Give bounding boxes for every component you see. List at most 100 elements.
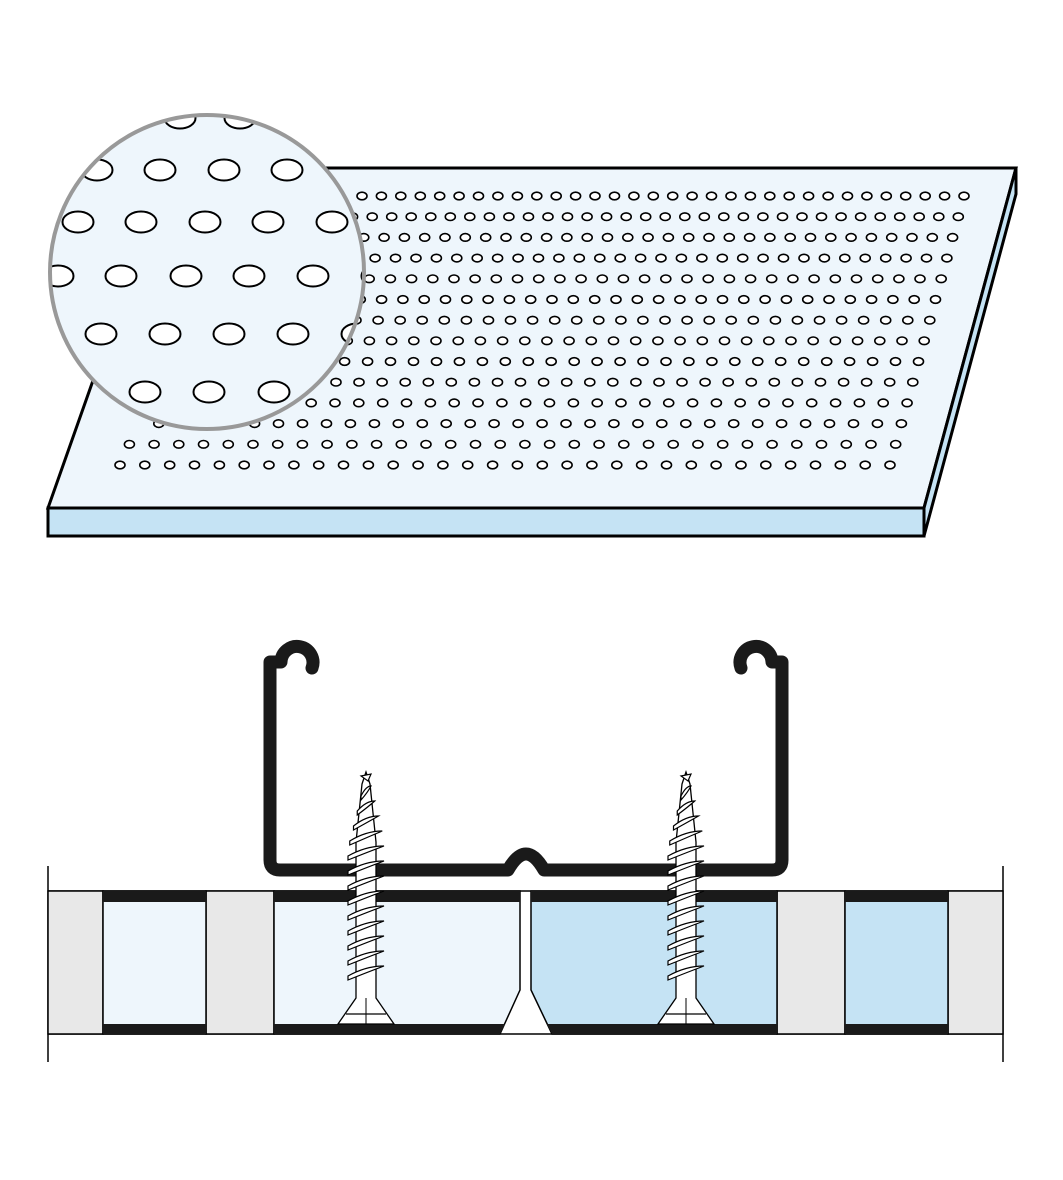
perforation-hole <box>853 398 866 408</box>
perforation-hole <box>448 274 460 284</box>
perforation-hole <box>785 336 797 346</box>
perforation-hole <box>695 294 708 305</box>
perforation-hole <box>593 439 605 449</box>
perforation-hole <box>685 460 698 470</box>
perforation-hole <box>659 315 671 325</box>
perforation-hole <box>542 212 554 222</box>
perforation-hole <box>615 315 627 325</box>
perforation-hole <box>660 356 672 367</box>
perforation-hole <box>272 419 285 429</box>
perforation-hole <box>804 232 817 242</box>
perforation-hole <box>445 377 458 387</box>
perforation-hole <box>560 419 572 429</box>
facing-top-1 <box>103 891 206 902</box>
perforation-hole <box>405 274 418 284</box>
perforation-hole <box>815 439 828 449</box>
perforation-hole <box>444 439 457 449</box>
perforation-hole <box>906 232 918 242</box>
board-left-small <box>102 890 207 1035</box>
perforation-hole <box>503 212 515 222</box>
perforation-hole <box>716 439 729 449</box>
perforation-hole <box>829 398 842 408</box>
perforation-hole <box>589 191 601 201</box>
perforation-hole <box>757 212 769 222</box>
perforation-hole <box>588 294 601 305</box>
perforation-hole <box>847 419 860 429</box>
perforation-hole <box>617 439 630 449</box>
perforation-hole <box>375 294 388 305</box>
perforation-hole <box>366 212 379 222</box>
perforation-hole <box>725 315 738 325</box>
screw-thread <box>667 905 705 921</box>
perforation-hole <box>608 191 621 201</box>
magnified-hole <box>188 210 222 234</box>
perforation-hole <box>614 356 626 367</box>
perforation-hole <box>728 356 741 367</box>
perforation-hole <box>824 232 837 242</box>
perforation-hole <box>412 460 424 470</box>
screw-thread <box>360 785 372 802</box>
perforation-hole <box>461 460 474 470</box>
perforation-hole <box>912 356 925 367</box>
perforation-hole <box>601 232 614 242</box>
perforation-hole <box>859 460 872 470</box>
perforation-hole <box>835 212 847 222</box>
perforation-hole <box>581 212 593 222</box>
perforation-hole <box>736 253 749 263</box>
perforation-hole <box>932 212 945 222</box>
perforation-hole <box>550 191 563 201</box>
perforation-hole <box>791 315 804 325</box>
perforation-hole <box>213 460 226 470</box>
perforation-hole <box>885 232 898 242</box>
perforation-hole <box>439 232 451 242</box>
perforation-hole <box>440 419 453 429</box>
perforation-hole <box>889 439 902 449</box>
perforation-hole <box>188 460 201 470</box>
perforation-hole <box>642 439 655 449</box>
perforation-hole <box>865 232 878 242</box>
perforation-hole <box>809 460 822 470</box>
perforation-hole <box>662 398 675 408</box>
screw-thread <box>680 785 692 802</box>
perforation-hole <box>884 460 896 470</box>
perforation-hole <box>638 274 651 284</box>
panel-front-edge <box>46 506 926 538</box>
perforation-hole <box>818 253 831 263</box>
perforation-hole <box>686 191 698 201</box>
magnified-hole <box>232 264 266 288</box>
perforation-hole <box>356 191 368 201</box>
perforation-hole <box>823 294 835 305</box>
perforation-hole <box>344 419 357 429</box>
perforation-hole <box>877 398 890 408</box>
perforation-hole <box>880 191 893 201</box>
perforation-hole <box>723 274 736 284</box>
perforation-hole <box>596 274 609 284</box>
perforation-hole <box>426 274 439 284</box>
perforation-hole <box>469 274 481 284</box>
perforation-hole <box>397 294 409 305</box>
perforation-hole <box>472 191 485 201</box>
perforation-hole <box>686 398 699 408</box>
perforation-hole <box>482 315 495 325</box>
perforation-hole <box>496 398 508 408</box>
perforation-hole <box>247 439 259 449</box>
perforation-hole <box>370 439 383 449</box>
perforation-hole <box>841 191 854 201</box>
perforation-hole <box>430 253 443 263</box>
perforation-hole <box>492 191 504 201</box>
perforation-hole <box>459 232 472 242</box>
perforation-hole <box>614 253 627 263</box>
perforation-hole <box>414 191 427 201</box>
perforation-hole <box>438 315 451 325</box>
perforation-hole <box>163 460 176 470</box>
screw-tip <box>679 773 693 782</box>
perforation-hole <box>791 377 804 387</box>
perforation-hole <box>439 294 452 305</box>
perforation-hole <box>537 377 550 387</box>
magnified-hole <box>148 322 182 346</box>
perforation-hole <box>674 294 686 305</box>
perforation-hole <box>416 315 429 325</box>
perforation-hole <box>437 460 449 470</box>
perforation-hole <box>639 398 651 408</box>
